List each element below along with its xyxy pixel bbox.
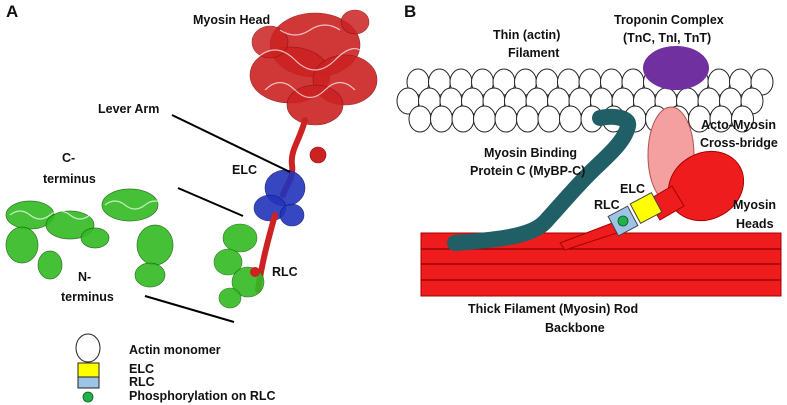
legend-label-elc: ELC — [129, 362, 154, 376]
label-thick-filament-2: Backbone — [545, 321, 605, 335]
label-troponin-2: (TnC, TnI, TnT) — [623, 31, 711, 45]
actin-monomer — [731, 105, 754, 133]
label-c-terminus-2: terminus — [43, 172, 96, 186]
label-n-terminus-2: terminus — [61, 290, 114, 304]
rlc-icon — [77, 376, 100, 389]
label-thin-filament-1: Thin (actin) — [493, 28, 560, 42]
label-myosin-head: Myosin Head — [193, 13, 270, 27]
label-rlc-a: RLC — [272, 265, 298, 279]
elc-structure — [253, 169, 306, 227]
label-cross-bridge-1: Acto-Myosin — [701, 118, 776, 132]
label-rlc-b: RLC — [594, 198, 620, 212]
panel-a-leader-lines — [144, 114, 291, 323]
label-mybpc-1: Myosin Binding — [484, 146, 577, 160]
label-c-terminus-1: C- — [62, 151, 75, 165]
elc-box — [629, 191, 663, 225]
legend: Actin monomer ELC RLC Phosphorylation on… — [75, 333, 276, 403]
actin-monomer — [537, 105, 561, 133]
phosphorylation-dot — [617, 215, 629, 227]
actin-monomer — [451, 105, 475, 133]
mybpc-chain — [447, 108, 637, 251]
troponin-complex — [643, 46, 709, 90]
panel-b-letter: B — [404, 2, 416, 21]
actin-monomer — [516, 105, 539, 133]
label-mybpc-2: Protein C (MyBP-C) — [470, 164, 585, 178]
isolated-rlc-structure — [5, 188, 174, 288]
actin-monomer-icon — [75, 333, 101, 363]
actin-monomer — [494, 105, 518, 133]
actin-monomer — [430, 105, 453, 133]
actin-monomer — [408, 105, 432, 133]
actin-monomer — [473, 105, 496, 133]
lever-arm-loop — [309, 146, 327, 164]
legend-label-actin: Actin monomer — [129, 343, 221, 357]
label-n-terminus-1: N- — [78, 270, 91, 284]
label-myosin-heads-1: Myosin — [733, 198, 776, 212]
panel-a-letter: A — [6, 2, 18, 21]
label-myosin-heads-2: Heads — [736, 217, 774, 231]
label-thick-filament-1: Thick Filament (Myosin) Rod — [468, 302, 638, 316]
label-troponin-1: Troponin Complex — [614, 13, 724, 27]
elc-icon — [77, 362, 100, 378]
label-elc-a: ELC — [232, 163, 257, 177]
legend-label-phosphorylation: Phosphorylation on RLC — [129, 389, 276, 403]
actin-monomer — [559, 105, 582, 133]
myosin-head-structure — [249, 9, 378, 126]
rlc-structure — [213, 223, 265, 309]
heavy-chain-end — [250, 267, 260, 277]
label-elc-b: ELC — [620, 182, 645, 196]
phosphorylation-icon — [82, 391, 94, 403]
label-cross-bridge-2: Cross-bridge — [700, 136, 778, 150]
label-lever-arm: Lever Arm — [98, 102, 159, 116]
label-thin-filament-2: Filament — [508, 46, 560, 60]
legend-label-rlc: RLC — [129, 375, 155, 389]
